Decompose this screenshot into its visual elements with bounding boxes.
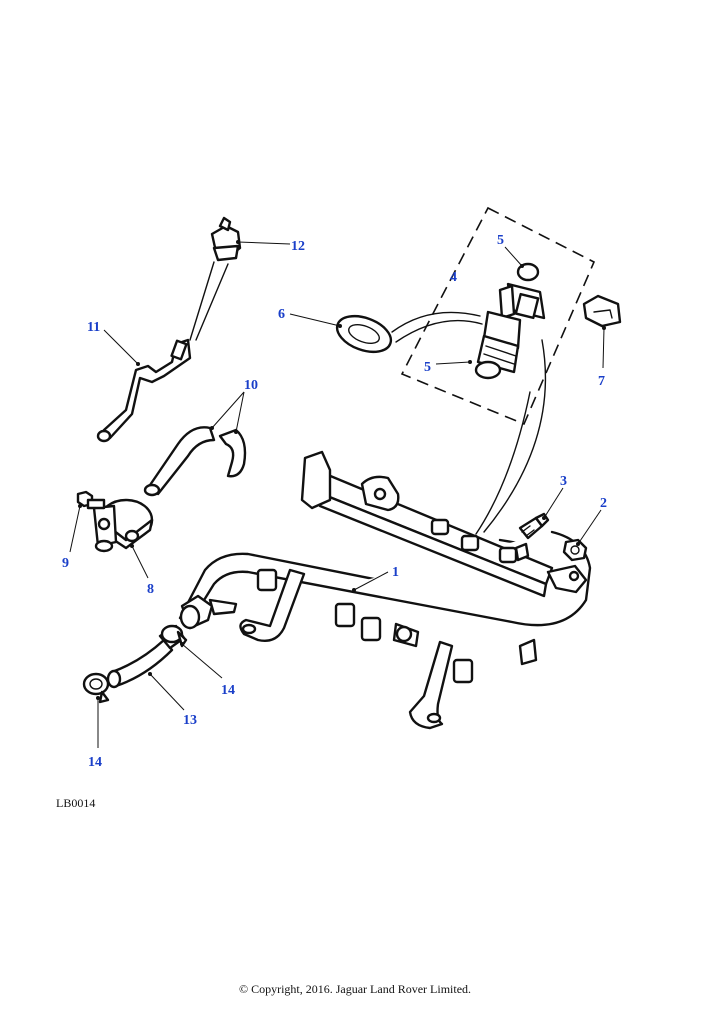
callout-5-bottom: 5	[424, 360, 431, 375]
callout-8: 8	[147, 582, 154, 597]
clip-part-7[interactable]	[582, 294, 622, 328]
callout-11: 11	[87, 320, 100, 335]
callout-4: 4	[450, 270, 457, 285]
callout-3: 3	[560, 474, 567, 489]
fitting-part-3[interactable]	[518, 512, 550, 540]
hose-clamp-part-14-upper[interactable]	[160, 624, 188, 648]
vacuum-pipe-part-11[interactable]	[96, 261, 229, 443]
callout-5-top: 5	[497, 233, 504, 248]
injector-part-4[interactable]	[474, 262, 546, 380]
callout-1: 1	[392, 565, 399, 580]
callout-14-upper: 14	[221, 683, 235, 698]
callout-7: 7	[598, 374, 605, 389]
seal-ring-part-6[interactable]	[332, 309, 396, 358]
hose-clamp-part-14-lower[interactable]	[82, 672, 110, 704]
hose-part-10[interactable]	[143, 426, 247, 497]
pressure-regulator-part-8[interactable]	[92, 498, 154, 553]
leader-lines	[69, 240, 606, 748]
callout-6: 6	[278, 307, 285, 322]
fuel-rail-part-1[interactable]	[178, 450, 592, 730]
injector-assembly-boundary	[400, 206, 596, 426]
bolt-part-9[interactable]	[76, 490, 106, 510]
callout-10: 10	[244, 378, 258, 393]
callout-9: 9	[62, 556, 69, 571]
callout-12: 12	[291, 239, 305, 254]
callout-labels: 1 2 3 4 5 5 6 7 8 9 10 11 12 13 14 14	[62, 233, 607, 770]
connector-part-12[interactable]	[210, 216, 242, 262]
callout-14-lower: 14	[88, 755, 102, 770]
nut-part-2[interactable]	[562, 538, 588, 562]
callout-13: 13	[183, 713, 197, 728]
copyright-notice: © Copyright, 2016. Jaguar Land Rover Lim…	[238, 982, 472, 996]
callout-2: 2	[600, 496, 607, 511]
diagram-reference-code: LB0014	[56, 796, 96, 810]
